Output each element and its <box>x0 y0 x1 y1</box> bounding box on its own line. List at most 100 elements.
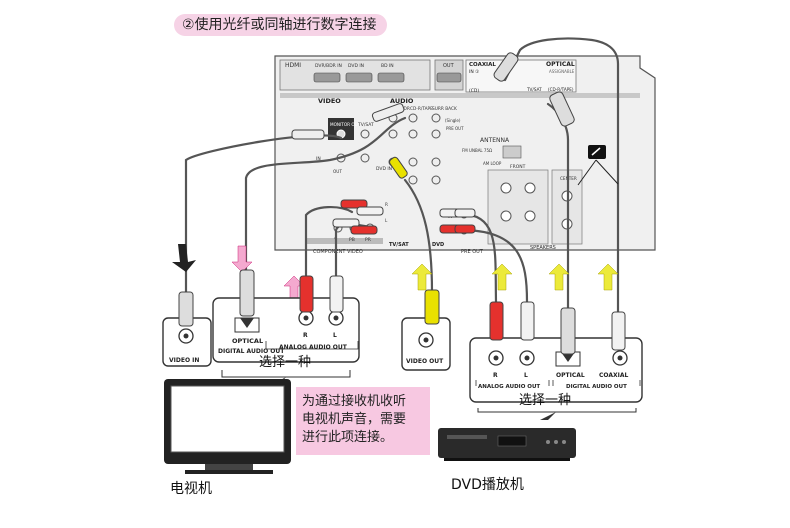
dvd-yellow-plug <box>424 289 440 325</box>
coaxial-label: COAXIAL <box>469 62 496 68</box>
tv-optical-label: OPTICAL <box>232 337 263 345</box>
cables <box>184 37 620 314</box>
dvd-audio-panel: R L ANALOG AUDIO OUT OPTICAL COAXIAL DIG… <box>469 337 643 403</box>
tv-video-in-panel: VIDEO IN <box>162 317 212 367</box>
antenna-label: ANTENNA <box>480 137 510 144</box>
dvd-optical-label: OPTICAL <box>556 372 585 379</box>
dvd-optical-plug <box>560 307 576 355</box>
tv-analog-audio-out-label: ANALOG AUDIO OUT <box>279 344 348 351</box>
optical-port-label: (CD-R/TAPE) <box>548 87 574 92</box>
white-plug <box>454 208 476 218</box>
note-line: 进行此项连接。 <box>302 430 394 445</box>
optical-plug <box>549 91 575 127</box>
audio-col-label: SURR BACK <box>432 106 457 112</box>
component-col-label: PR <box>365 237 371 243</box>
dvd-coaxial-plug <box>611 311 626 351</box>
fm-label: FM UNBAL 75Ω <box>462 148 492 153</box>
coaxial-sub-label: (CD) <box>469 88 479 94</box>
tv-r-label: R <box>303 332 308 339</box>
subwoofer-label: (Single) <box>445 118 461 123</box>
pre-out-small-label: PRE OUT <box>446 126 464 131</box>
jack <box>360 153 370 163</box>
dvd-video-out-panel: VIDEO OUT <box>401 317 451 371</box>
audio-section-label: AUDIO <box>390 97 414 105</box>
arrow-icon-pink <box>231 245 253 273</box>
analog-cable-tv-r <box>304 206 354 280</box>
white-plug <box>332 218 360 228</box>
speaker-terminal <box>524 182 536 194</box>
am-loop-terminal <box>502 145 522 159</box>
component-video-label: COMPONENT VIDEO <box>313 249 363 255</box>
dvd-in-label: DVD IN <box>376 166 392 172</box>
dvd-white-plug <box>520 301 535 341</box>
yellow-plug <box>389 156 408 179</box>
hdmi-label: HDMI <box>285 62 301 69</box>
note-line: 电视机声音，需要 <box>302 412 407 427</box>
speaker-terminal <box>524 210 536 222</box>
in-label: IN <box>316 156 321 162</box>
dvd-choose-one: 选择一种 <box>519 393 572 408</box>
jack <box>360 129 370 139</box>
optical-port-label: TV/SAT <box>526 87 542 92</box>
red-plug <box>454 224 476 234</box>
am-loop-label: AM LOOP <box>483 161 502 166</box>
coaxial-cable-dvd <box>503 37 620 314</box>
bottom-dvd-label: DVD <box>432 242 444 248</box>
hdmi-out-port <box>436 72 462 83</box>
tv-caption: 电视机 <box>170 481 212 497</box>
video-section-label: VIDEO <box>318 97 341 105</box>
l-label: L <box>385 218 388 223</box>
tv-icon <box>164 379 291 474</box>
dvd-analog-audio-out-label: ANALOG AUDIO OUT <box>478 384 540 390</box>
optical-cable-tv <box>244 116 407 272</box>
front-speaker-label: FRONT <box>510 164 526 170</box>
hdmi-port <box>377 72 405 83</box>
tv-optical-plug <box>239 269 255 317</box>
dvd-caption: DVD播放机 <box>451 477 524 493</box>
page-title: ②使用光纤或同轴进行数字连接 <box>174 14 387 36</box>
r-label: R <box>385 202 388 207</box>
tv-digital-audio-out-label: DIGITAL AUDIO OUT <box>218 348 285 355</box>
pre-out-label: PRE OUT <box>461 249 484 255</box>
dvd-red-plug <box>489 301 504 341</box>
video-cable-tv <box>184 134 343 294</box>
bottom-tv-sat-label: TV/SAT <box>389 242 409 248</box>
arrow-icon-yellow <box>597 263 619 291</box>
monitor-out-label: MONITOR OUT <box>330 122 361 127</box>
coaxial-in-label: IN ① <box>469 69 479 75</box>
arrows <box>172 244 619 303</box>
dvd-digital-audio-out-label: DIGITAL AUDIO OUT <box>566 384 627 390</box>
dvd-r-label: R <box>493 372 498 379</box>
optical-assign-label: ASSIGNABLE <box>549 69 575 74</box>
tv-white-plug <box>329 275 344 313</box>
dvd-player-icon <box>438 428 576 461</box>
tv-video-in-label: VIDEO IN <box>169 357 199 364</box>
note-box: 为通过接收机收听 电视机声音，需要 进行此项连接。 <box>296 387 430 455</box>
arrow-icon-yellow <box>548 263 570 291</box>
tv-red-plug <box>299 275 314 313</box>
arrow-icon-yellow <box>411 263 433 291</box>
plug <box>371 103 405 122</box>
arrow-icon-yellow <box>491 263 513 291</box>
red-plug <box>340 199 368 209</box>
tv-video-plug <box>178 291 194 327</box>
tv-l-label: L <box>333 332 337 339</box>
analog-cable-dvd-l <box>458 228 529 304</box>
speaker-terminal <box>500 182 512 194</box>
speaker-terminal <box>500 210 512 222</box>
video-cable-dvd <box>403 178 434 294</box>
tv-choose-one: 选择一种 <box>259 355 312 370</box>
audio-col-label: CD-R/TAPE <box>410 106 433 112</box>
white-plug <box>356 206 384 216</box>
hdmi-out-label: OUT <box>443 63 455 69</box>
speakers-label: SPEAKERS <box>530 245 556 251</box>
note-line: 为通过接收机收听 <box>302 394 407 409</box>
hdmi-input-label: BD IN <box>381 63 394 69</box>
monitor-out-block <box>328 118 354 140</box>
dvd-l-label: L <box>524 372 528 379</box>
receiver-plugs <box>291 52 575 235</box>
plug <box>291 129 325 140</box>
component-col-label: PB <box>349 237 355 243</box>
hdmi-input-label: DVD IN <box>348 63 364 69</box>
